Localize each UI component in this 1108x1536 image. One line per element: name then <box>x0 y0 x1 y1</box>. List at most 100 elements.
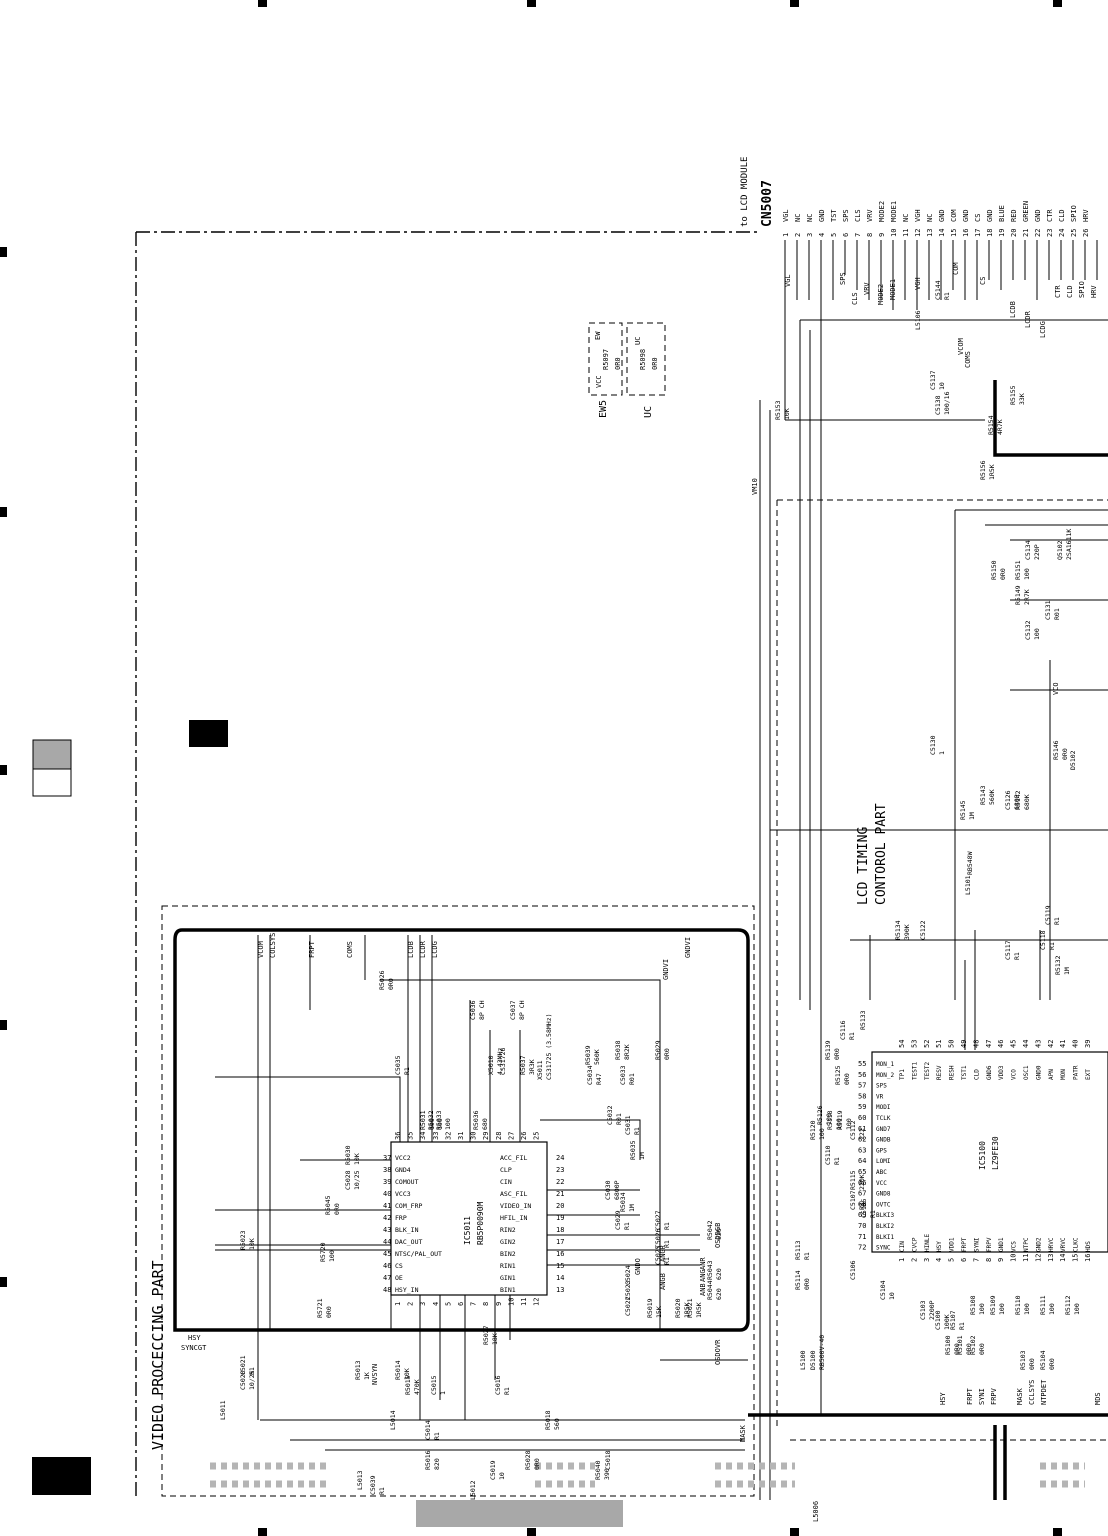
ic5100-pin-number: 45 <box>1010 1040 1018 1048</box>
video-component-ref: R5035 <box>629 1140 637 1160</box>
ic5100-pin-name: GND8 <box>876 1191 891 1198</box>
video-component-value: 0R0 <box>387 978 395 990</box>
uc-resistor: R5098 <box>639 349 647 370</box>
ic5100-pin-name: APN <box>1048 1069 1055 1080</box>
net-label: LCDG <box>1039 321 1047 338</box>
ic5100-pin-number: 12 <box>1034 1254 1042 1262</box>
lcd-component-ref: C5144 <box>934 280 942 300</box>
lcd-component-value: 100/16 <box>943 391 951 415</box>
ic5100-pin-number: 42 <box>1047 1040 1055 1048</box>
lcd-component-value: 100 <box>1073 1303 1081 1315</box>
video-component-value: 620 <box>715 1268 723 1280</box>
video-component-ref: C5019 <box>489 1460 497 1480</box>
lcd-component-value: 1M <box>1063 967 1071 975</box>
lcd-component-value: 0R0 <box>1048 1358 1056 1370</box>
ic5100-pin-number: 1 <box>898 1258 906 1262</box>
ew5-resistor: R5097 <box>602 349 610 370</box>
net-label: SPS <box>839 272 847 285</box>
video-component-value: 8R2K <box>623 1044 631 1060</box>
lcd-component-ref: R5100 <box>944 1335 952 1355</box>
net-label: OSDDGB <box>714 1223 722 1248</box>
ic5100-pin-name: EXT <box>1085 1069 1092 1080</box>
ic5100-pin-number: 13 <box>1047 1254 1055 1262</box>
net-label: CLD <box>1066 285 1074 298</box>
ic5011-pin-name: BIN1 <box>500 1286 516 1294</box>
lcd-component-ref: C5100 <box>934 1310 942 1330</box>
video-component-ref: C5031 <box>624 1115 632 1135</box>
lcd-component-ref: C5132 <box>1024 620 1032 640</box>
connector-pin-name: VGL <box>782 209 790 222</box>
ic5011-pin-number: 35 <box>407 1132 415 1140</box>
top-signal-label: VCOM <box>257 941 265 958</box>
lcd-component-ref: R5154 <box>987 415 995 435</box>
lcd-component-value: R1 <box>958 1322 966 1330</box>
lcd-component-ref: D5102 <box>1069 750 1077 770</box>
ic5100-pin-name: MON <box>1060 1069 1067 1080</box>
connector-pin-number: 18 <box>986 229 994 237</box>
video-component-value: 0R0 <box>325 1306 333 1318</box>
connector-pin-number: 24 <box>1058 229 1066 237</box>
connector-pin-number: 15 <box>950 229 958 237</box>
ic5100-pin-name: MON_1 <box>876 1061 894 1068</box>
top-signal-label: COLSYS <box>269 933 277 958</box>
ic5100-pin-name: VCO <box>1011 1069 1018 1080</box>
ew5-label: EW5 <box>598 400 609 418</box>
ic5100-pin-name: MON_2 <box>876 1072 894 1079</box>
ic5011-pin-number: 21 <box>556 1190 564 1198</box>
uc-label: UC <box>643 406 654 418</box>
connector-pin-name: GND <box>1034 209 1042 222</box>
video-component-value: 15K <box>655 1306 663 1318</box>
video-component-ref: R5021 <box>686 1298 694 1318</box>
video-component-ref: R5043 <box>706 1260 714 1280</box>
ic5100-pin-number: 71 <box>858 1233 866 1241</box>
video-component-ref: R5040 <box>594 1460 602 1480</box>
video-component-value: R1 <box>663 1257 671 1265</box>
ic5011-pin-name: HSY_IN <box>395 1286 419 1294</box>
connector-ref: CN5007 <box>760 180 775 227</box>
video-component-ref: C5034 <box>586 1065 594 1085</box>
ic5100-pin-name: TEST2 <box>924 1062 931 1080</box>
ic5100-pin-name: LOMI <box>876 1158 891 1165</box>
connector-pin-name: COM <box>950 209 958 222</box>
side-tab <box>32 720 228 1495</box>
video-component-ref: R5016 <box>424 1450 432 1470</box>
video-component-ref: C5030 <box>604 1180 612 1200</box>
top-signal-label: FRPT <box>308 940 316 958</box>
video-component-value: 820 <box>433 1458 441 1470</box>
ic5011-pin-name: GND4 <box>395 1166 411 1174</box>
left-signal-label: SYNCGT <box>181 1344 207 1352</box>
net-label: COMS <box>964 351 972 368</box>
ic5100-pin-number: 15 <box>1072 1254 1080 1262</box>
lcd-component-ref: C5110 <box>824 1145 832 1165</box>
bottom-signal-label: FRPV <box>990 1387 998 1405</box>
lcd-component-value: R1 <box>848 1032 856 1040</box>
lcd-component-ref: C5130 <box>929 735 937 755</box>
video-component-ref: C5029 <box>614 1210 622 1230</box>
ic5100-pin-name: BLKI2 <box>876 1223 894 1230</box>
connector-pin-number: 11 <box>902 229 910 237</box>
lcd-component-ref: C5119 <box>1044 905 1052 925</box>
video-component-ref: R5019 <box>646 1298 654 1318</box>
ic5011-pin-number: 46 <box>383 1262 391 1270</box>
lcd-component-ref: C5137 <box>929 370 937 390</box>
ic5011-pin-number: 16 <box>556 1250 564 1258</box>
video-bus <box>173 928 750 1332</box>
lcd-component-ref: R5145 <box>959 800 967 820</box>
lcd-component-ref: R5155 <box>1009 385 1017 405</box>
top-signal-label: GNDVI <box>684 937 692 958</box>
lcd-component-value: 0R0 <box>833 1048 841 1060</box>
ic5100-pin-number: 47 <box>985 1040 993 1048</box>
net-label: ANR <box>699 1257 707 1270</box>
video-component-ref: R5033 <box>435 1110 443 1130</box>
lcd-component-value: R1 <box>1053 917 1061 925</box>
video-component-value: 10/25 <box>248 1370 256 1390</box>
connector-pin-number: 26 <box>1082 229 1090 237</box>
lcd-component-ref: R5142 <box>1014 790 1022 810</box>
video-component-ref: R5013 <box>354 1360 362 1380</box>
ic5100-pin-number: 51 <box>935 1040 943 1048</box>
ic5011-pin-number: 43 <box>383 1226 391 1234</box>
lcd-component-value: 0R0 <box>843 1073 851 1085</box>
ic5100-pin-name: MODI <box>876 1104 891 1111</box>
lcd-component-ref: C5103 <box>919 1300 927 1320</box>
uc-value: 0R0 <box>651 357 659 370</box>
